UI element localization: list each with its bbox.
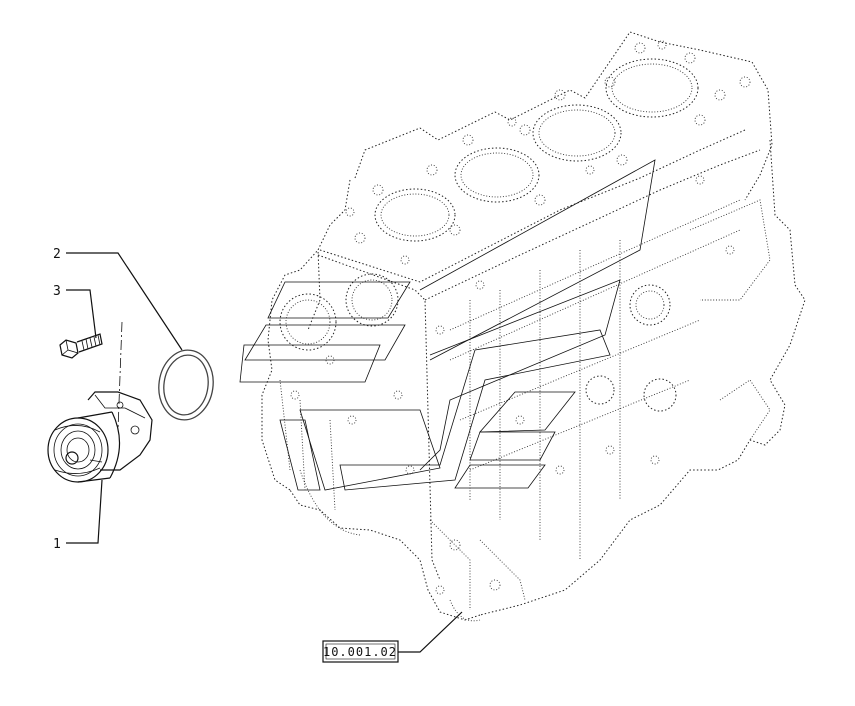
reference-box[interactable]: 10.001.02 bbox=[322, 640, 399, 663]
callout-3-label: 3 bbox=[53, 284, 61, 299]
leader-lines bbox=[66, 252, 463, 653]
reference-code-label: 10.001.02 bbox=[323, 645, 397, 659]
o-ring-seal-part bbox=[158, 349, 214, 421]
hex-screw-part bbox=[59, 333, 103, 359]
engine-block bbox=[261, 31, 806, 622]
callout-1-label: 1 bbox=[53, 537, 61, 552]
mounting-face-outline bbox=[239, 159, 656, 491]
water-pump-part bbox=[47, 391, 153, 483]
callout-2-label: 2 bbox=[53, 247, 61, 262]
